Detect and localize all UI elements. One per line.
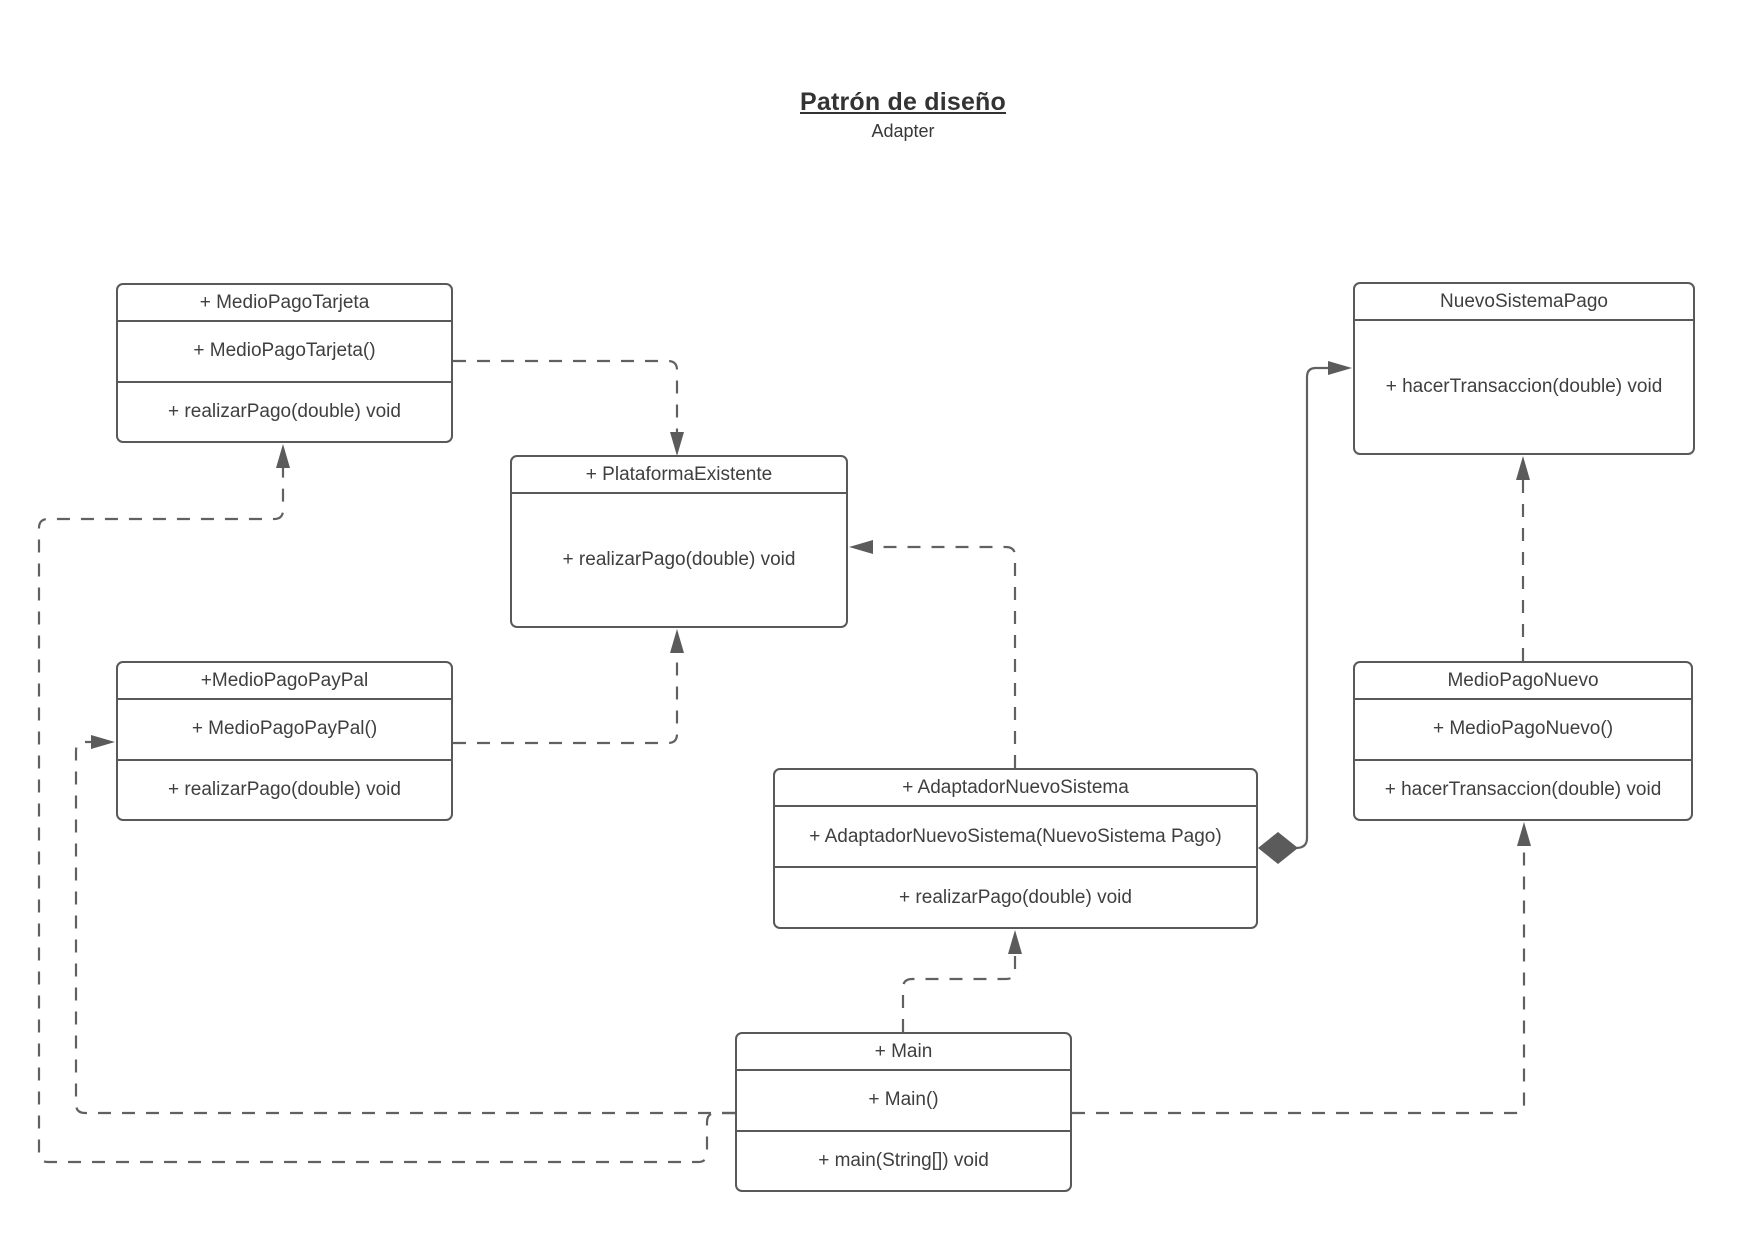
class-member: + hacerTransaccion(double) void (1355, 758, 1691, 820)
class-member: + realizarPago(double) void (118, 758, 451, 820)
class-member: + realizarPago(double) void (512, 492, 846, 626)
class-name: NuevoSistemaPago (1440, 290, 1608, 312)
class-plataformaexistente[interactable]: + PlataformaExistente + realizarPago(dou… (510, 455, 848, 628)
class-name: + MedioPagoTarjeta (199, 291, 370, 313)
dependency-adaptador-to-plataforma (871, 545, 1017, 768)
arrowhead-up-nuevosistema-bottom (1516, 456, 1530, 480)
composition-diamond (1258, 832, 1298, 864)
dependency-tarjeta-to-plataforma (453, 359, 679, 434)
arrowhead-up-tarjeta-bottom (276, 444, 290, 468)
arrowhead-up-medionuevo-bottom (1517, 822, 1531, 846)
class-name: MedioPagoNuevo (1447, 669, 1599, 691)
dependency-main-to-adaptador (901, 952, 1017, 1032)
class-member: + realizarPago(double) void (118, 380, 451, 442)
composition-adaptador-to-nuevosistema (1295, 366, 1330, 850)
class-member: + hacerTransaccion(double) void (1355, 319, 1693, 453)
class-nuevosistemapago[interactable]: NuevoSistemaPago + hacerTransaccion(doub… (1353, 282, 1695, 455)
class-mediopagonuevo[interactable]: MedioPagoNuevo + MedioPagoNuevo() + hace… (1353, 661, 1693, 821)
class-mediopagotarjeta[interactable]: + MedioPagoTarjeta + MedioPagoTarjeta() … (116, 283, 453, 443)
class-member: + MedioPagoPayPal() (118, 698, 451, 759)
class-member: + MedioPagoNuevo() (1355, 698, 1691, 759)
class-mediopagopaypal[interactable]: +MedioPagoPayPal + MedioPagoPayPal() + r… (116, 661, 453, 821)
arrowhead-down-plataforma-top (670, 432, 684, 456)
diagram-title-block: Patrón de diseño Adapter (800, 88, 1006, 142)
class-main[interactable]: + Main + Main() + main(String[]) void (735, 1032, 1072, 1192)
arrowhead-right-paypal-left (91, 735, 115, 749)
diagram-title: Patrón de diseño (799, 88, 1007, 116)
diagram-subtitle: Adapter (871, 121, 935, 141)
class-member: + Main() (737, 1069, 1070, 1130)
class-adaptadornuevosistema[interactable]: + AdaptadorNuevoSistema + AdaptadorNuevo… (773, 768, 1258, 929)
arrowhead-up-adaptador-bottom (1008, 930, 1022, 954)
class-member: + realizarPago(double) void (775, 866, 1256, 927)
class-member: + AdaptadorNuevoSistema(NuevoSistema Pag… (775, 805, 1256, 866)
class-member: + main(String[]) void (737, 1129, 1070, 1191)
arrowhead-right-nuevosistema-left (1328, 361, 1352, 375)
arrowhead-up-plataforma-bottom (670, 629, 684, 653)
dependency-paypal-to-plataforma (453, 651, 679, 745)
class-name: + PlataformaExistente (585, 463, 773, 485)
arrowhead-left-plataforma-right (849, 540, 873, 554)
class-member: + MedioPagoTarjeta() (118, 320, 451, 381)
class-name: +MedioPagoPayPal (200, 669, 369, 691)
class-name: + AdaptadorNuevoSistema (902, 776, 1129, 798)
class-name: + Main (874, 1040, 933, 1062)
